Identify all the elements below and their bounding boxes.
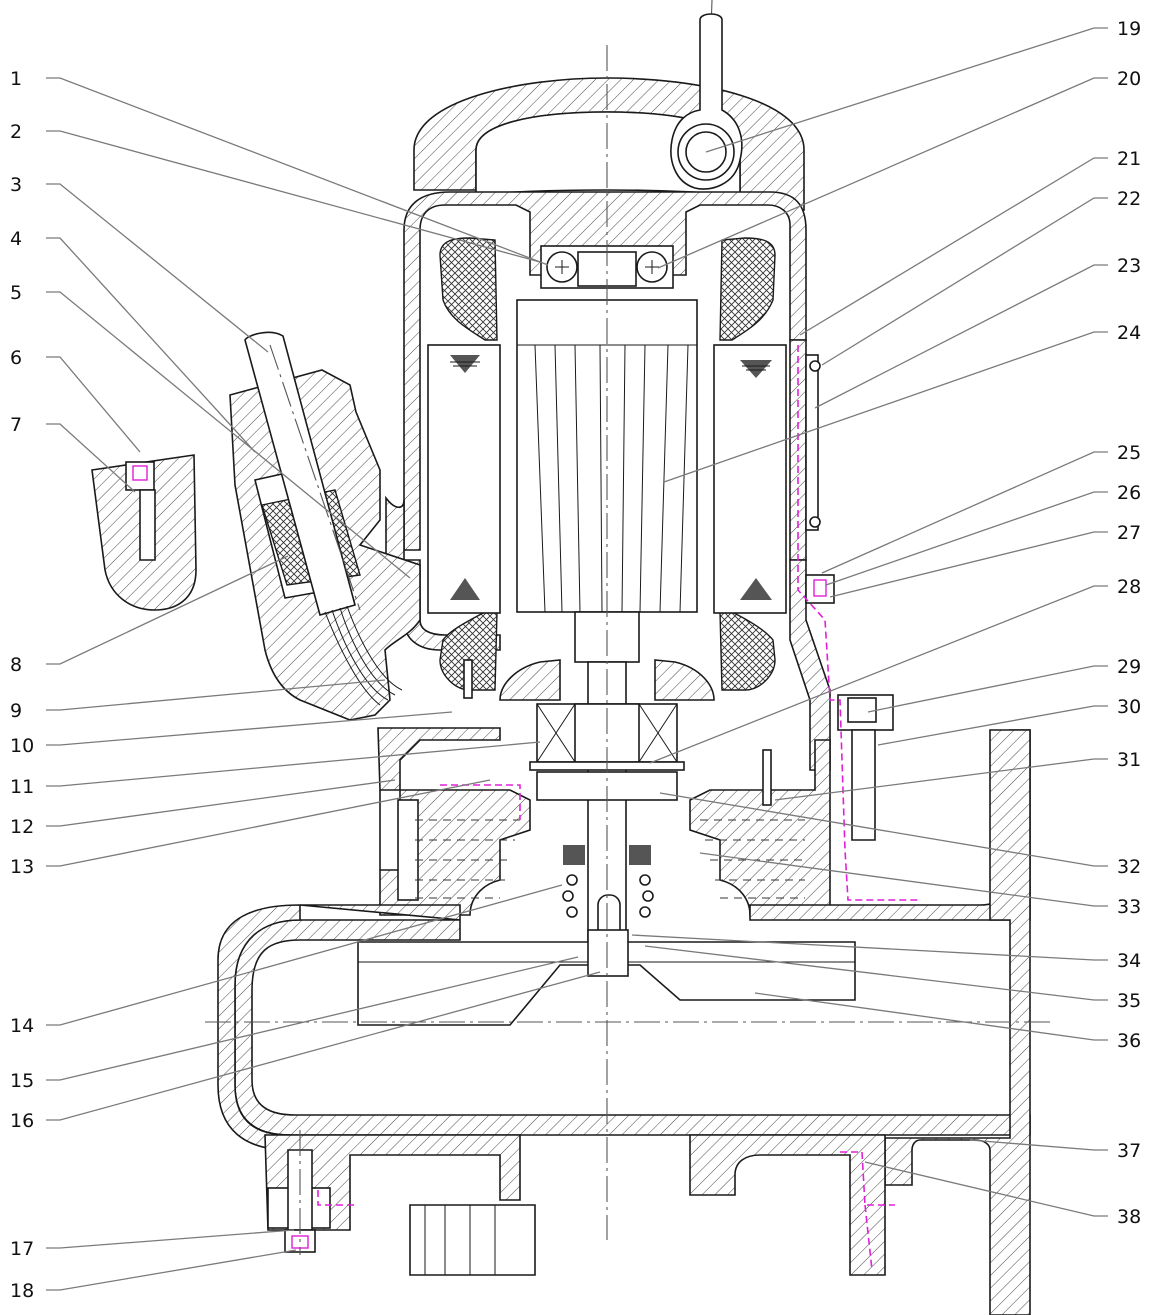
callout-number-14: 14: [10, 1015, 34, 1037]
cable-entry: [229, 331, 421, 721]
leader-line-20: [657, 77, 1108, 269]
leader-line-14: [46, 884, 563, 1026]
leader-line-19: [705, 27, 1108, 153]
leader-line-35: [644, 945, 1108, 1001]
callout-number-26: 26: [1117, 482, 1141, 504]
leader-line-3: [46, 183, 269, 353]
callout-number-34: 34: [1117, 950, 1141, 972]
leader-line-29: [867, 665, 1108, 713]
callout-number-9: 9: [10, 700, 22, 722]
leader-line-17: [46, 1229, 295, 1249]
leader-line-33: [699, 852, 1108, 907]
callout-number-11: 11: [10, 776, 34, 798]
leader-line-18: [46, 1249, 297, 1291]
callout-number-4: 4: [10, 228, 22, 250]
side-bolts: [805, 354, 894, 841]
callout-number-12: 12: [10, 816, 34, 838]
callout-leaders: [46, 27, 1108, 1291]
leader-line-27: [829, 531, 1108, 598]
callout-number-38: 38: [1117, 1206, 1141, 1228]
callout-number-20: 20: [1117, 68, 1141, 90]
callout-number-18: 18: [10, 1280, 34, 1302]
callout-number-7: 7: [10, 414, 22, 436]
leader-line-13: [46, 779, 491, 867]
leader-line-36: [754, 992, 1108, 1041]
callout-number-13: 13: [10, 856, 34, 878]
leader-line-9: [46, 679, 386, 711]
leader-line-16: [46, 971, 601, 1121]
stator-stack: [427, 344, 787, 614]
callout-number-23: 23: [1117, 255, 1141, 277]
callout-number-36: 36: [1117, 1030, 1141, 1052]
leader-line-22: [821, 197, 1108, 366]
leader-line-5: [46, 291, 411, 579]
callout-number-35: 35: [1117, 990, 1141, 1012]
leader-line-31: [774, 758, 1108, 801]
leader-line-8: [46, 555, 289, 665]
leader-line-34: [631, 934, 1108, 961]
leader-line-10: [46, 711, 453, 746]
callout-number-27: 27: [1117, 522, 1141, 544]
leader-line-32: [659, 792, 1108, 867]
callout-number-8: 8: [10, 654, 22, 676]
detail-view-screw: [91, 454, 197, 611]
leader-line-23: [814, 264, 1108, 409]
leader-line-37: [969, 1139, 1108, 1151]
leader-line-15: [46, 956, 579, 1081]
pump-casing: [217, 729, 1031, 1315]
seal-housing: [377, 727, 831, 916]
callout-numbers-right: 19 20 21 22 23 24 25 26 27 28 29 30 31 32 33 34 35 36 37 38: [1117, 18, 1141, 1228]
leader-line-28: [649, 585, 1108, 764]
callout-number-33: 33: [1117, 896, 1141, 918]
callout-number-32: 32: [1117, 856, 1141, 878]
callout-number-25: 25: [1117, 442, 1141, 464]
callout-number-37: 37: [1117, 1140, 1141, 1162]
callout-number-3: 3: [10, 174, 22, 196]
callout-number-15: 15: [10, 1070, 34, 1092]
mechanical-seal: [562, 845, 654, 941]
leader-line-11: [46, 741, 541, 787]
leader-line-38: [864, 1161, 1108, 1217]
callout-number-16: 16: [10, 1110, 34, 1132]
callout-number-24: 24: [1117, 322, 1141, 344]
callout-number-29: 29: [1117, 656, 1141, 678]
bottom-bolt: [267, 1149, 331, 1253]
leader-line-2: [46, 130, 541, 263]
leader-line-26: [825, 491, 1108, 586]
callout-number-28: 28: [1117, 576, 1141, 598]
callout-number-6: 6: [10, 347, 22, 369]
leader-line-4: [46, 237, 256, 453]
leader-line-30: [877, 705, 1108, 746]
callout-number-10: 10: [10, 735, 34, 757]
leader-line-1: [46, 77, 549, 266]
leader-line-6: [46, 356, 141, 453]
callout-number-30: 30: [1117, 696, 1141, 718]
leader-line-12: [46, 779, 396, 827]
callout-number-5: 5: [10, 282, 22, 304]
callout-number-19: 19: [1117, 18, 1141, 40]
seal-trace: [317, 345, 920, 1271]
leader-line-25: [821, 451, 1108, 574]
leader-line-24: [663, 331, 1108, 483]
callout-number-22: 22: [1117, 188, 1141, 210]
leader-line-21: [799, 157, 1108, 336]
callout-number-2: 2: [10, 121, 22, 143]
callout-number-31: 31: [1117, 749, 1141, 771]
callout-number-1: 1: [10, 68, 22, 90]
callout-number-17: 17: [10, 1238, 34, 1260]
callout-number-21: 21: [1117, 148, 1141, 170]
leader-line-7: [46, 423, 136, 493]
